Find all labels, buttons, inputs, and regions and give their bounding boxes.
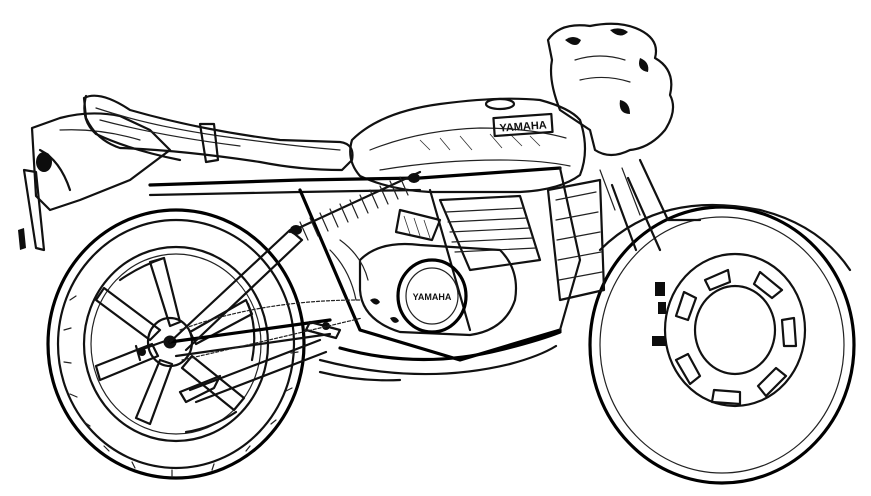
front-caliper: [652, 282, 666, 346]
tail-light: [36, 152, 52, 172]
front-disc-brake: [663, 252, 807, 408]
cylinder-block: [438, 194, 542, 272]
fuel-cap: [484, 97, 516, 111]
grab-rail: [83, 94, 182, 162]
exhaust: [318, 330, 562, 382]
carburettor: [394, 208, 442, 242]
drive-chain: [179, 299, 363, 361]
front-fork: [599, 158, 702, 252]
monoshock: [288, 170, 422, 241]
front-wheel: [588, 204, 856, 485]
fuel-tank: YAMAHA: [349, 97, 587, 194]
tank-badge: YAMAHA: [492, 112, 554, 138]
frame: [148, 166, 582, 404]
clutch-cover: [396, 258, 468, 334]
rear-hub: [146, 316, 194, 368]
crankcase: [358, 242, 518, 337]
engine-badge-text: YAMAHA: [413, 292, 452, 302]
seat-strap: [198, 122, 220, 164]
front-fender: [598, 204, 852, 272]
radiator: [546, 178, 606, 302]
tank-lettering: YAMAHA: [499, 119, 547, 134]
rear-brake-linkage: [134, 338, 222, 404]
headlight-cluster: [546, 22, 675, 157]
tail-section: [18, 112, 172, 252]
rear-mudguard: [22, 168, 46, 252]
engine: YAMAHA: [329, 178, 606, 337]
seat: [82, 94, 354, 172]
swing-arm: [168, 318, 332, 344]
